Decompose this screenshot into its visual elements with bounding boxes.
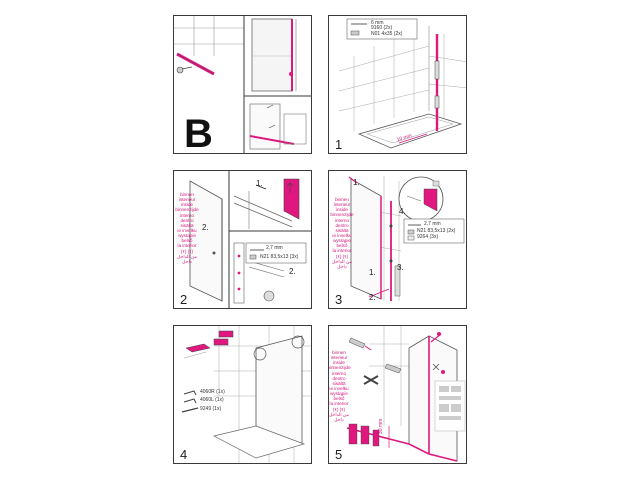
step-3-label-4: 4.	[399, 207, 406, 216]
inside-label-multilingual: binnen interieur inside binnenzijde inte…	[330, 197, 354, 269]
section-letter: B	[184, 112, 213, 154]
step-3-part-code-2: 9264 (3x)	[417, 234, 439, 240]
step-3-label-1b: 1.	[369, 268, 376, 277]
panel-step-2: binnen interieur inside binnenzijde inte…	[173, 170, 312, 309]
panel-step-1: 6 mm 9160 (2x) N01 4x35 (2x) 10 mm 1	[328, 15, 467, 154]
step-3-illustration	[348, 176, 465, 301]
inside-label-multilingual: binnen interieur inside binnenzijde inte…	[328, 350, 351, 422]
step-3-label-2: 2.	[369, 293, 376, 302]
panel-b: B	[173, 15, 312, 154]
step-number: 2	[180, 292, 188, 307]
step-2-part-size: 2,7 mm	[266, 245, 283, 251]
inside-label-multilingual: binnen interieur inside binnenzijde inte…	[175, 192, 199, 264]
step-2-illustration	[189, 171, 311, 308]
step-4-part-2: 4060L (1x)	[200, 397, 224, 403]
step-4-part-3: 9249 (1x)	[200, 406, 222, 412]
step-5-measure: 30 mm	[378, 418, 384, 434]
step-number: 3	[335, 292, 343, 307]
step-2-sub-1: 1.	[256, 179, 263, 188]
step-4-illustration	[181, 326, 311, 463]
step-4-part-1: 4060R (1x)	[200, 389, 225, 395]
step-number: 5	[335, 447, 343, 462]
step-1-part-code-1: 9160 (2x)	[371, 25, 393, 31]
panel-step-3: binnen interieur inside binnenzijde inte…	[328, 170, 467, 309]
step-5-illustration	[346, 326, 466, 462]
step-2-door-label: 2.	[202, 223, 209, 232]
step-3-part-code-1: N21 83,5x13 (2x)	[417, 228, 456, 234]
step-1-part-code-2: N01 4x35 (2x)	[371, 31, 403, 37]
step-2-sub-2: 2.	[289, 267, 296, 276]
panel-b-illustration	[174, 16, 311, 153]
panel-step-5: binnen interieur inside binnenzijde inte…	[328, 325, 467, 464]
step-3-part-size: 2,7 mm	[424, 221, 441, 227]
step-3-label-1a: 1.	[353, 178, 360, 187]
step-1-illustration	[338, 18, 466, 149]
step-1-part-size: 6 mm	[371, 20, 384, 26]
step-2-part-code: N21 83,5x13 (3x)	[260, 254, 299, 260]
step-number: 4	[180, 447, 188, 462]
panel-step-4: 4060R (1x) 4060L (1x) 9249 (1x) 4	[173, 325, 312, 464]
step-3-label-3: 3.	[397, 263, 404, 272]
step-number: 1	[335, 137, 343, 152]
